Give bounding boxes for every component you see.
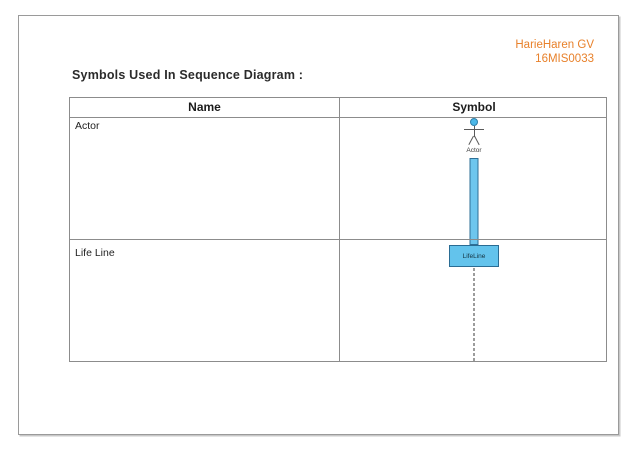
table-header-symbol: Symbol (452, 100, 496, 114)
table-header-bottom-rule (70, 117, 606, 118)
symbols-table: Name Symbol Actor Actor Life Line (69, 97, 607, 362)
slide-frame: HarieHaren GV 16MIS0033 Symbols Used In … (18, 15, 619, 435)
author-name: HarieHaren GV (515, 39, 594, 51)
actor-symbol-label: Actor (466, 147, 482, 154)
table-row-name-actor: Actor (75, 120, 100, 132)
table-row-name-lifeline: Life Line (75, 247, 115, 259)
author-registration-number: 16MIS0033 (535, 53, 594, 65)
actor-symbol-cell: Actor (340, 118, 608, 245)
actor-arms-icon (464, 129, 484, 131)
lifeline-box: LifeLine (449, 245, 499, 267)
author-block: HarieHaren GV 16MIS0033 (515, 38, 594, 66)
lifeline-symbol-cell: LifeLine (340, 243, 608, 362)
actor-head-icon (470, 118, 478, 126)
actor-activation-bar (469, 158, 479, 245)
actor-left-leg-icon (468, 135, 475, 146)
actor-stick-figure-icon (459, 118, 489, 150)
page-title: Symbols Used In Sequence Diagram : (72, 68, 304, 82)
table-column-divider (339, 98, 340, 361)
table-header-row: Name Symbol (70, 98, 606, 117)
table-header-name: Name (188, 100, 221, 114)
lifeline-dashed-line (473, 268, 475, 361)
actor-right-leg-icon (474, 135, 480, 146)
actor-body-icon (473, 126, 475, 137)
table-row-divider (70, 239, 606, 240)
